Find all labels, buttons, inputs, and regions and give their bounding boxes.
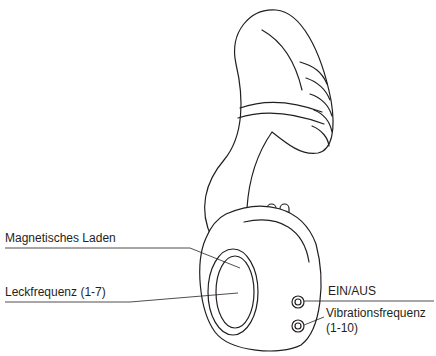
vibration-button <box>292 320 304 332</box>
power-button <box>292 296 304 308</box>
callout-label: Magnetisches Laden <box>5 231 116 246</box>
callout-label: Vibrationsfrequenz (1-10) <box>326 306 434 336</box>
leader-line <box>5 248 240 268</box>
vibration-button-inner <box>295 323 301 329</box>
tip-ridge <box>312 126 329 146</box>
charging-ring <box>208 249 258 335</box>
device-arm <box>205 10 333 238</box>
tip-ridge <box>306 78 330 100</box>
power-button-inner <box>295 299 301 305</box>
leader-line <box>304 317 324 325</box>
callout-label: EIN/AUS <box>328 284 376 299</box>
callout-label: Leckfrequenz (1-7) <box>5 285 106 300</box>
charging-ring-inner <box>216 256 254 328</box>
leader-line <box>304 301 434 302</box>
arm-seam <box>238 113 324 124</box>
tip-ridge <box>262 30 302 90</box>
tip-ridge <box>310 94 332 116</box>
arm-seam <box>240 102 322 112</box>
device-body <box>200 206 321 351</box>
body-inner-edge <box>244 220 309 262</box>
